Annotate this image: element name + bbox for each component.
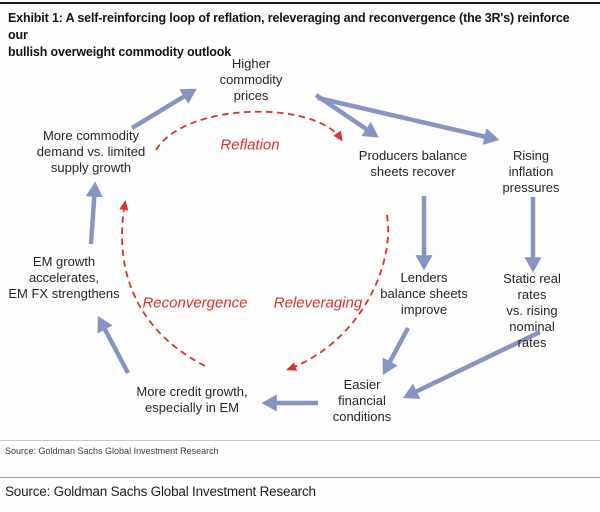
footer-divider-bottom (0, 477, 600, 478)
node-rising-inflation-pressures: Rising inflation pressures (502, 148, 560, 195)
arrow-credit-to-emgrowth (97, 316, 130, 375)
node-more-commodity-demand: More commodity demand vs. limited supply… (36, 128, 146, 175)
reconvergence-arc (119, 200, 206, 367)
exhibit-title: Exhibit 1: A self-reinforcing loop of re… (8, 11, 570, 59)
node-lenders-balance-sheets: Lenders balance sheets improve (380, 270, 468, 317)
arrow-demand-to-prices (130, 88, 197, 130)
node-static-real-rates: Static real rates vs. rising nominal rat… (503, 271, 561, 350)
reflation-arc (155, 110, 343, 151)
label-reconvergence: Reconvergence (142, 294, 248, 312)
node-more-credit-growth: More credit growth, especially in EM (136, 384, 248, 415)
label-releveraging: Releveraging (273, 294, 363, 312)
arrow-emgrowth-to-demand (85, 181, 103, 245)
source-note-small: Source: Goldman Sachs Global Investment … (5, 446, 219, 456)
node-higher-commodity-prices: Higher commodity prices (219, 56, 283, 103)
arrow-prices-to-inflation (317, 95, 500, 145)
arrow-rates-to-easier (402, 329, 541, 400)
arrow-lenders-to-easier (382, 326, 410, 375)
loop-diagram: Higher commodity prices Producers balanc… (8, 56, 561, 424)
label-reflation: Reflation (220, 136, 280, 154)
footer-divider-top (0, 440, 600, 441)
arrows-layer (85, 88, 542, 412)
top-divider (0, 2, 600, 4)
node-easier-financial-conditions: Easier financial conditions (332, 377, 392, 424)
releveraging-arc (286, 214, 389, 371)
node-producers-balance-sheets: Producers balance sheets recover (358, 148, 468, 179)
source-note-large: Source: Goldman Sachs Global Investment … (5, 484, 316, 499)
node-em-growth-accelerates: EM growth accelerates, EM FX strengthens (8, 254, 120, 301)
